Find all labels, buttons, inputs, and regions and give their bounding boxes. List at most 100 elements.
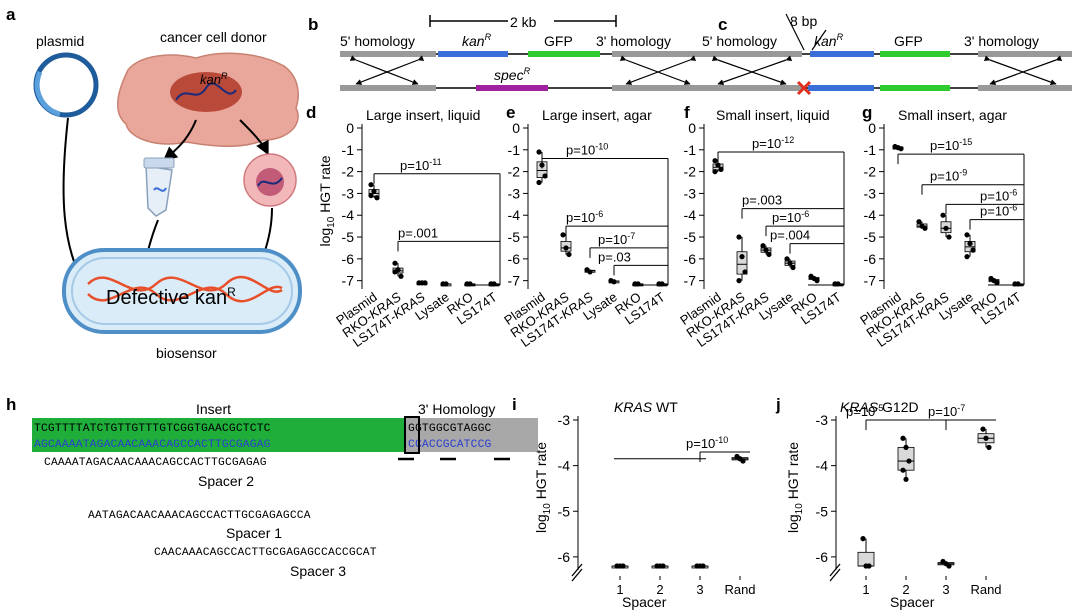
panel-g-title: Small insert, agar xyxy=(898,107,1007,123)
panel-e-title: Large insert, agar xyxy=(542,107,652,123)
plasmid-arc xyxy=(34,70,61,117)
b-5homology: 5' homology xyxy=(340,33,415,49)
y-tick-label: -2 xyxy=(508,164,521,180)
plot-g: 0-1-2-3-4-5-6-7PlasmidRKO-KRASLS174T-KRA… xyxy=(857,120,1025,350)
panel-letter-i: i xyxy=(512,395,517,414)
p-value-label: p=.001 xyxy=(398,225,438,240)
data-point xyxy=(922,225,928,231)
spacer-3-label: Spacer 3 xyxy=(290,563,346,579)
data-point xyxy=(718,166,724,173)
y-tick-label: -4 xyxy=(684,207,697,223)
data-point xyxy=(967,240,973,247)
data-point xyxy=(443,281,449,287)
p-value-label: p=10-6 xyxy=(980,203,1017,219)
insert-label: Insert xyxy=(196,401,231,417)
data-point xyxy=(940,212,946,218)
junction-box xyxy=(404,416,420,454)
data-point xyxy=(467,281,473,287)
c-gfp: GFP xyxy=(894,33,923,49)
panel-letter-e: e xyxy=(506,103,515,122)
biosensor-bacterium xyxy=(62,248,302,334)
data-point xyxy=(736,278,742,284)
y-tick-label: -5 xyxy=(864,229,877,245)
data-point xyxy=(970,247,976,253)
p-value-label: p=10-6 xyxy=(980,187,1017,203)
p-value-label: p=10-15 xyxy=(930,137,972,153)
y-tick-label: 0 xyxy=(868,120,876,136)
data-point xyxy=(560,232,566,238)
y-tick-label: -6 xyxy=(684,251,697,267)
data-point xyxy=(563,245,569,251)
data-point xyxy=(392,269,398,275)
y-tick-label: -7 xyxy=(342,273,355,289)
y-axis-label: log10 HGT rate xyxy=(785,442,805,533)
data-point xyxy=(742,269,748,275)
y-axis-label: log10 HGT rate xyxy=(317,155,337,246)
p-value-label: p=10-6 xyxy=(566,209,603,225)
y-tick-label: -4 xyxy=(508,207,521,223)
y-tick-label: -3 xyxy=(864,185,877,201)
tube-icon xyxy=(143,157,175,217)
y-tick-label: 0 xyxy=(688,120,696,136)
p-value-label: p=10-11 xyxy=(400,157,442,173)
spacer-3-sequence: CAACAAACAGCCACTTGCGAGAGCCACCGCAT xyxy=(154,547,377,559)
y-tick-label: -1 xyxy=(342,142,355,158)
data-point xyxy=(712,158,718,164)
p-value-label: p=10-7 xyxy=(928,403,965,419)
box xyxy=(736,251,748,275)
biosensor-label: biosensor xyxy=(156,345,217,361)
p-value-label: p=.004 xyxy=(770,228,810,243)
y-axis-label: log10 HGT rate xyxy=(533,442,553,533)
seq-bottom-homology: CCACCGCATCCG xyxy=(408,439,492,451)
y-tick-label: -6 xyxy=(816,549,829,565)
panel-i-title: KRAS WT xyxy=(614,399,678,415)
data-point xyxy=(398,273,404,279)
panel-i-xlabel: Spacer xyxy=(622,594,667,610)
data-point xyxy=(422,280,428,286)
dna-helix-b xyxy=(87,285,283,303)
dna-strand xyxy=(175,82,237,101)
spacer-1-label: Spacer 1 xyxy=(226,525,282,541)
data-point xyxy=(964,254,970,260)
data-point xyxy=(587,269,593,275)
p-value-label: p=.003 xyxy=(742,193,782,208)
x-tick-label: Rand xyxy=(724,582,755,597)
panel-j-xlabel: Spacer xyxy=(890,594,935,610)
p-value-label: p=10-9 xyxy=(930,168,967,184)
data-point xyxy=(1015,281,1021,287)
panel-c: c 8 bp 5' homology kanR GFP 3' homology xyxy=(702,13,1072,96)
data-point xyxy=(898,146,904,152)
y-tick-label: -6 xyxy=(342,251,355,267)
box xyxy=(897,446,915,471)
y-tick-label: -5 xyxy=(508,229,521,245)
data-point xyxy=(611,279,617,285)
biosensor-text: Defective kanR xyxy=(106,285,236,309)
data-point xyxy=(700,563,706,569)
y-tick-label: -7 xyxy=(508,273,521,289)
data-point xyxy=(368,192,374,199)
panel-e: e Large insert, agar 0-1-2-3-4-5-6-7Plas… xyxy=(501,103,669,350)
panel-a: a plasmid cancer cell donor kanR Defecti… xyxy=(6,5,302,361)
data-point xyxy=(763,247,769,253)
y-tick-label: -5 xyxy=(816,503,829,519)
data-point xyxy=(374,195,380,201)
p-value-label: p=10-5 xyxy=(846,403,883,419)
panel-letter-a: a xyxy=(6,5,16,24)
y-tick-label: -3 xyxy=(508,185,521,201)
seq-top-insert: TCGTTTTATCTGTTGTTTGTCGGTGAACGCTCTC xyxy=(34,423,271,435)
scale-bar-label: 2 kb xyxy=(510,14,537,30)
data-point xyxy=(736,234,742,240)
data-point xyxy=(946,234,952,240)
y-tick-label: -2 xyxy=(684,164,697,180)
data-point xyxy=(766,251,772,258)
y-tick-label: -1 xyxy=(508,142,521,158)
data-point xyxy=(740,458,746,464)
data-point xyxy=(715,162,721,168)
y-tick-label: -4 xyxy=(816,458,829,474)
x-tick-label: 3 xyxy=(942,582,949,597)
panel-letter-b: b xyxy=(308,15,318,34)
data-point xyxy=(835,281,841,287)
panel-letter-g: g xyxy=(862,103,872,122)
